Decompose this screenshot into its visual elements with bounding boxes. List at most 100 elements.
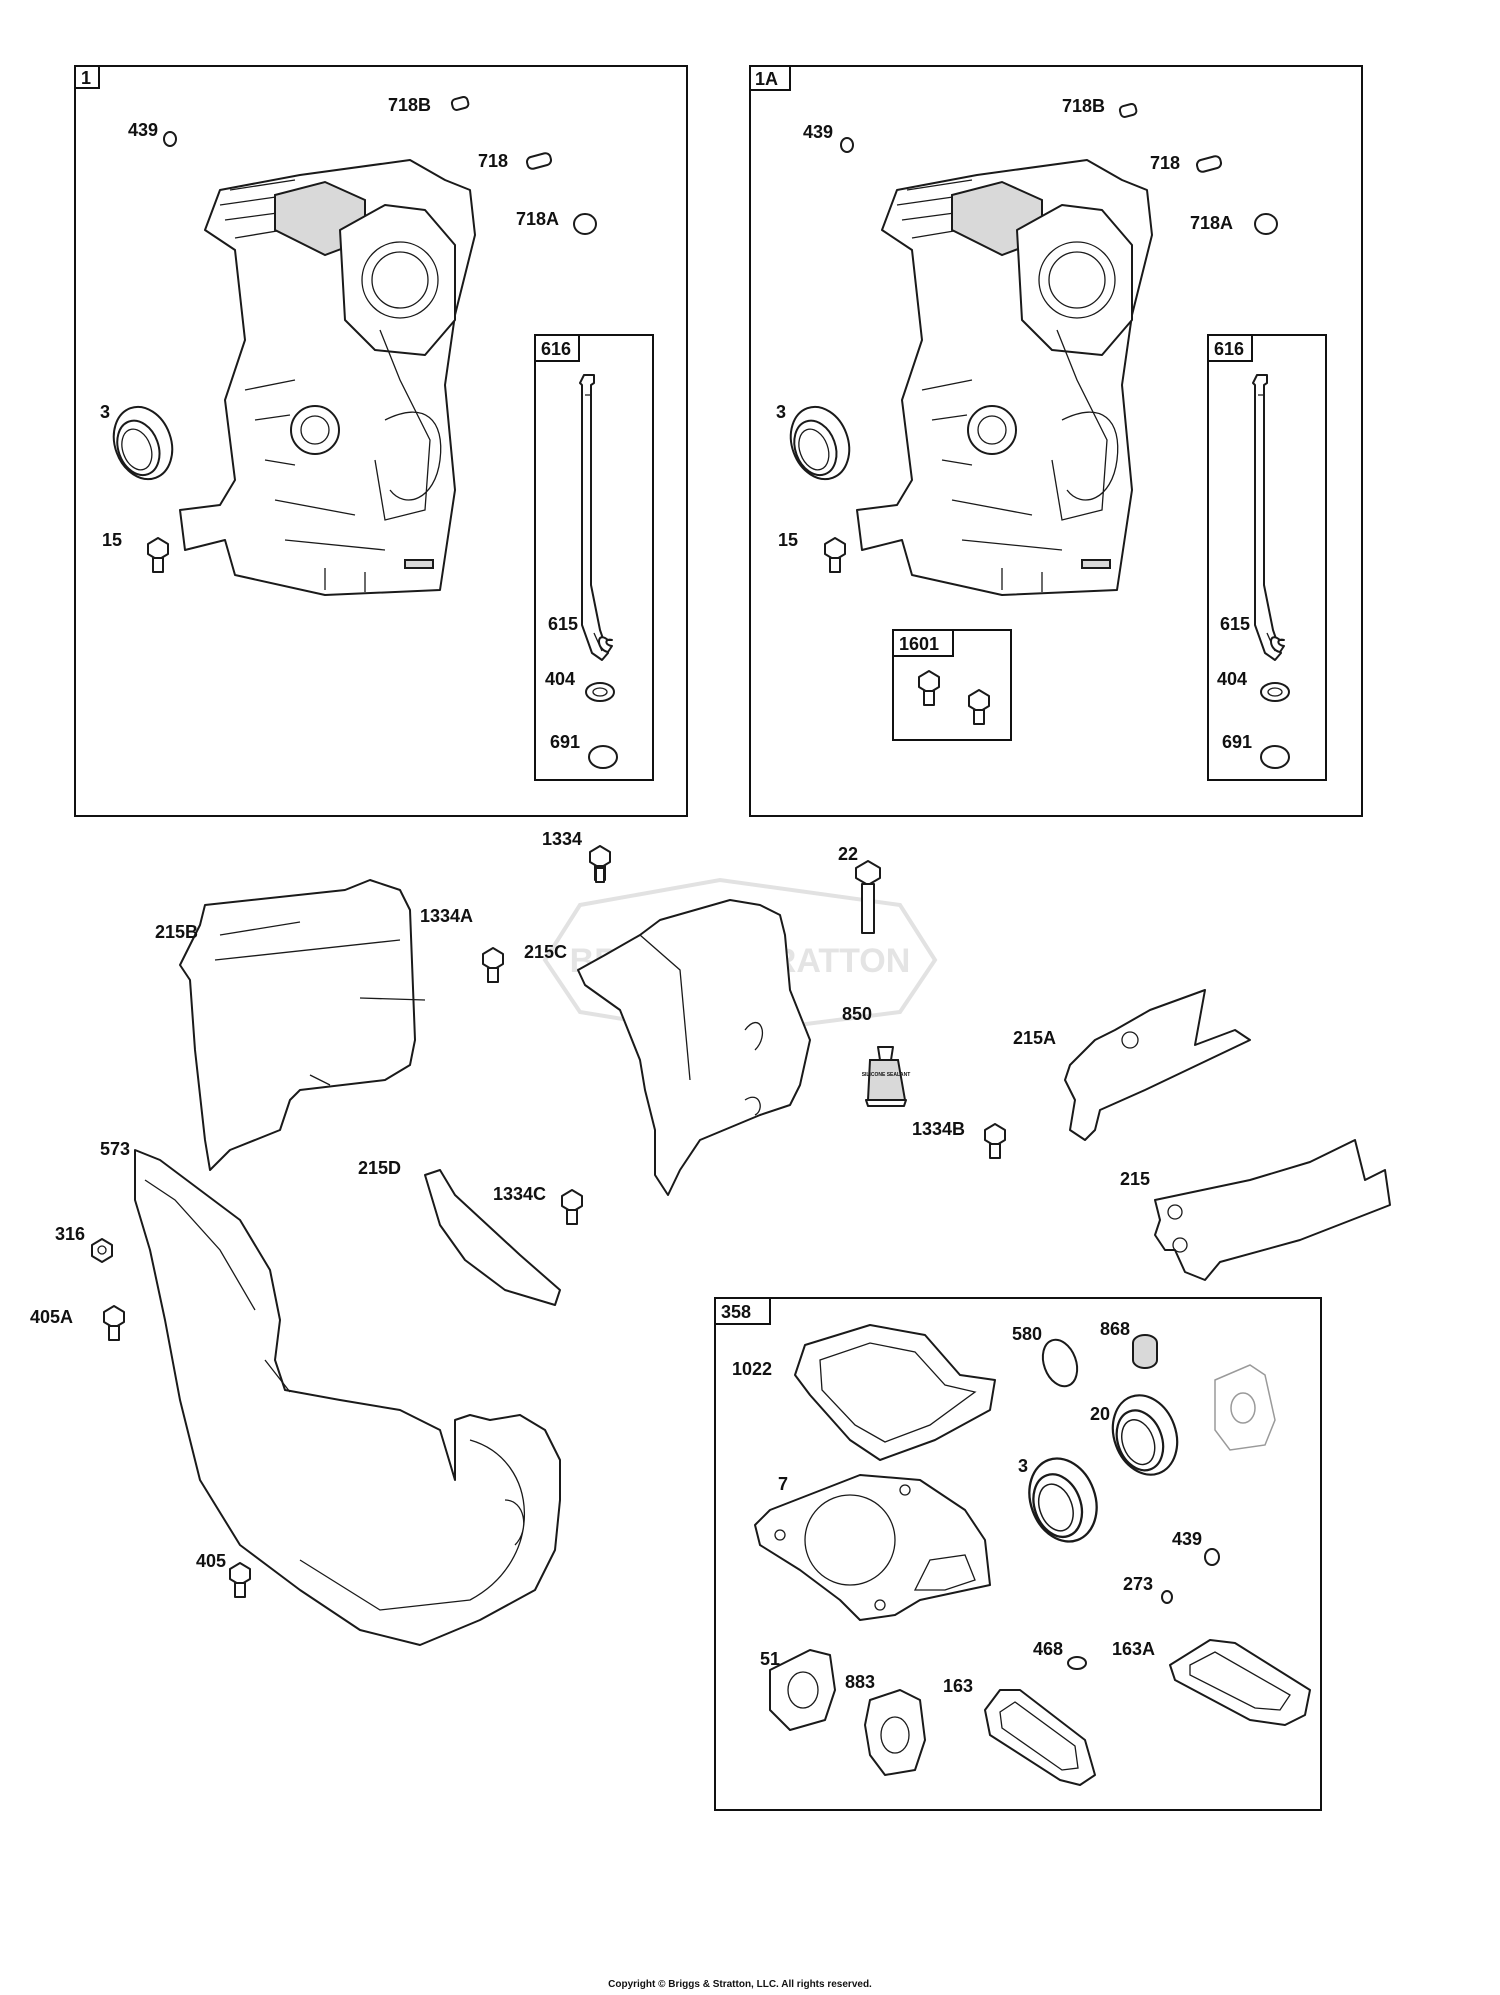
bolt-22 bbox=[855, 860, 881, 934]
box-616-a-header bbox=[534, 334, 580, 362]
shroud-215 bbox=[1154, 1139, 1391, 1281]
label-691-b: 691 bbox=[1222, 732, 1252, 752]
label-468: 468 bbox=[1033, 1639, 1063, 1659]
washer-404-b-hole bbox=[1267, 687, 1283, 697]
clip-615-a bbox=[598, 636, 613, 653]
shroud-215a-hole bbox=[1121, 1031, 1139, 1049]
gasket-163 bbox=[984, 1689, 1096, 1786]
box-1a-label: 1A bbox=[755, 69, 778, 89]
grommet-691-a bbox=[588, 745, 618, 769]
head-gasket-7-hole-2 bbox=[899, 1484, 911, 1496]
head-gasket-7-port bbox=[913, 1554, 976, 1591]
assembly-box-1 bbox=[74, 65, 688, 817]
shroud-215b bbox=[179, 879, 416, 1171]
label-718-b: 718 bbox=[1150, 153, 1180, 173]
box-616-b-label: 616 bbox=[1214, 339, 1244, 359]
washer-404-a-hole bbox=[592, 687, 608, 697]
head-gasket-7 bbox=[754, 1474, 991, 1621]
box-1-header bbox=[74, 65, 100, 89]
label-439-c: 439 bbox=[1172, 1529, 1202, 1549]
shroud-215c bbox=[577, 899, 811, 1196]
bolt-1334c bbox=[561, 1189, 583, 1225]
gasket-51 bbox=[769, 1649, 836, 1731]
bolt-1334b bbox=[984, 1123, 1006, 1159]
label-51: 51 bbox=[760, 1649, 780, 1669]
gasket-1022-inner bbox=[819, 1342, 977, 1443]
label-3-c: 3 bbox=[1018, 1456, 1028, 1476]
assembly-box-1a bbox=[749, 65, 1363, 817]
label-580: 580 bbox=[1012, 1324, 1042, 1344]
bracket-215d bbox=[424, 1169, 561, 1306]
label-215a: 215A bbox=[1013, 1028, 1056, 1048]
washer-404-b bbox=[1260, 682, 1290, 702]
bolt-405 bbox=[229, 1562, 251, 1598]
label-163: 163 bbox=[943, 1676, 973, 1696]
gasket-163a bbox=[1169, 1639, 1311, 1726]
back-plate-573-detail bbox=[144, 1179, 525, 1611]
label-7: 7 bbox=[778, 1474, 788, 1494]
box-358-header bbox=[714, 1297, 771, 1325]
sealant-tube-850: SILICONE SEALANT bbox=[862, 1046, 910, 1107]
head-gasket-7-bore bbox=[804, 1494, 896, 1586]
label-1334b: 1334B bbox=[912, 1119, 965, 1139]
washer-404-a bbox=[585, 682, 615, 702]
box-1601-header bbox=[892, 629, 954, 657]
label-215d: 215D bbox=[358, 1158, 401, 1178]
seal-3-c bbox=[1017, 1447, 1109, 1553]
label-1022: 1022 bbox=[732, 1359, 772, 1379]
shroud-215b-detail bbox=[214, 921, 426, 1086]
head-gasket-7-hole-1 bbox=[774, 1529, 786, 1541]
ring-439-a bbox=[163, 131, 177, 147]
shroud-215-hole-2 bbox=[1172, 1237, 1188, 1253]
bolt-1601-right bbox=[968, 689, 990, 725]
label-3-a: 3 bbox=[100, 402, 110, 422]
dipstick-box-616-a bbox=[534, 334, 654, 781]
gasket-outline-light bbox=[1214, 1364, 1276, 1451]
seal-868 bbox=[1132, 1334, 1158, 1369]
label-404-a: 404 bbox=[545, 669, 575, 689]
label-15-b: 15 bbox=[778, 530, 798, 550]
gasket-883 bbox=[864, 1689, 926, 1776]
label-215b: 215B bbox=[155, 922, 198, 942]
ring-439-c bbox=[1204, 1548, 1220, 1566]
label-273: 273 bbox=[1123, 1574, 1153, 1594]
pin-718b-a bbox=[450, 95, 470, 111]
crankcase-assembly-1 bbox=[179, 159, 476, 596]
ring-273 bbox=[1161, 1590, 1173, 1604]
label-718-a: 718 bbox=[478, 151, 508, 171]
box-1-label: 1 bbox=[81, 68, 91, 88]
label-439-a: 439 bbox=[128, 120, 158, 140]
seal-3-b bbox=[780, 397, 860, 489]
shroud-215c-detail bbox=[639, 934, 764, 1116]
bolt-405a bbox=[103, 1305, 125, 1341]
label-718a-a: 718A bbox=[516, 209, 559, 229]
box-1601-label: 1601 bbox=[899, 634, 939, 654]
clip-615-b bbox=[1270, 636, 1285, 653]
grommet-691-b bbox=[1260, 745, 1290, 769]
label-215: 215 bbox=[1120, 1169, 1150, 1189]
pin-718-a bbox=[525, 152, 553, 170]
nut-316 bbox=[91, 1238, 113, 1263]
bolt-15-b bbox=[824, 537, 846, 573]
seal-20 bbox=[1101, 1385, 1189, 1485]
label-718b-b: 718B bbox=[1062, 96, 1105, 116]
label-615-b: 615 bbox=[1220, 614, 1250, 634]
sleeve-718a-a bbox=[573, 213, 597, 235]
sleeve-718a-b bbox=[1254, 213, 1278, 235]
label-439-b: 439 bbox=[803, 122, 833, 142]
gasket-set-box-358 bbox=[714, 1297, 1322, 1811]
head-gasket-7-hole-3 bbox=[874, 1599, 886, 1611]
label-215c: 215C bbox=[524, 942, 567, 962]
label-15-a: 15 bbox=[102, 530, 122, 550]
seal-3-a bbox=[103, 397, 183, 489]
copyright-text: Copyright © Briggs & Stratton, LLC. All … bbox=[608, 1979, 872, 1990]
crankcase-assembly-1a bbox=[856, 159, 1153, 596]
box-1a-header bbox=[749, 65, 791, 91]
bolt-1334a bbox=[482, 947, 504, 983]
label-3-b: 3 bbox=[776, 402, 786, 422]
back-plate-573 bbox=[134, 1149, 561, 1646]
label-691-a: 691 bbox=[550, 732, 580, 752]
label-163a: 163A bbox=[1112, 1639, 1155, 1659]
box-616-a-label: 616 bbox=[541, 339, 571, 359]
